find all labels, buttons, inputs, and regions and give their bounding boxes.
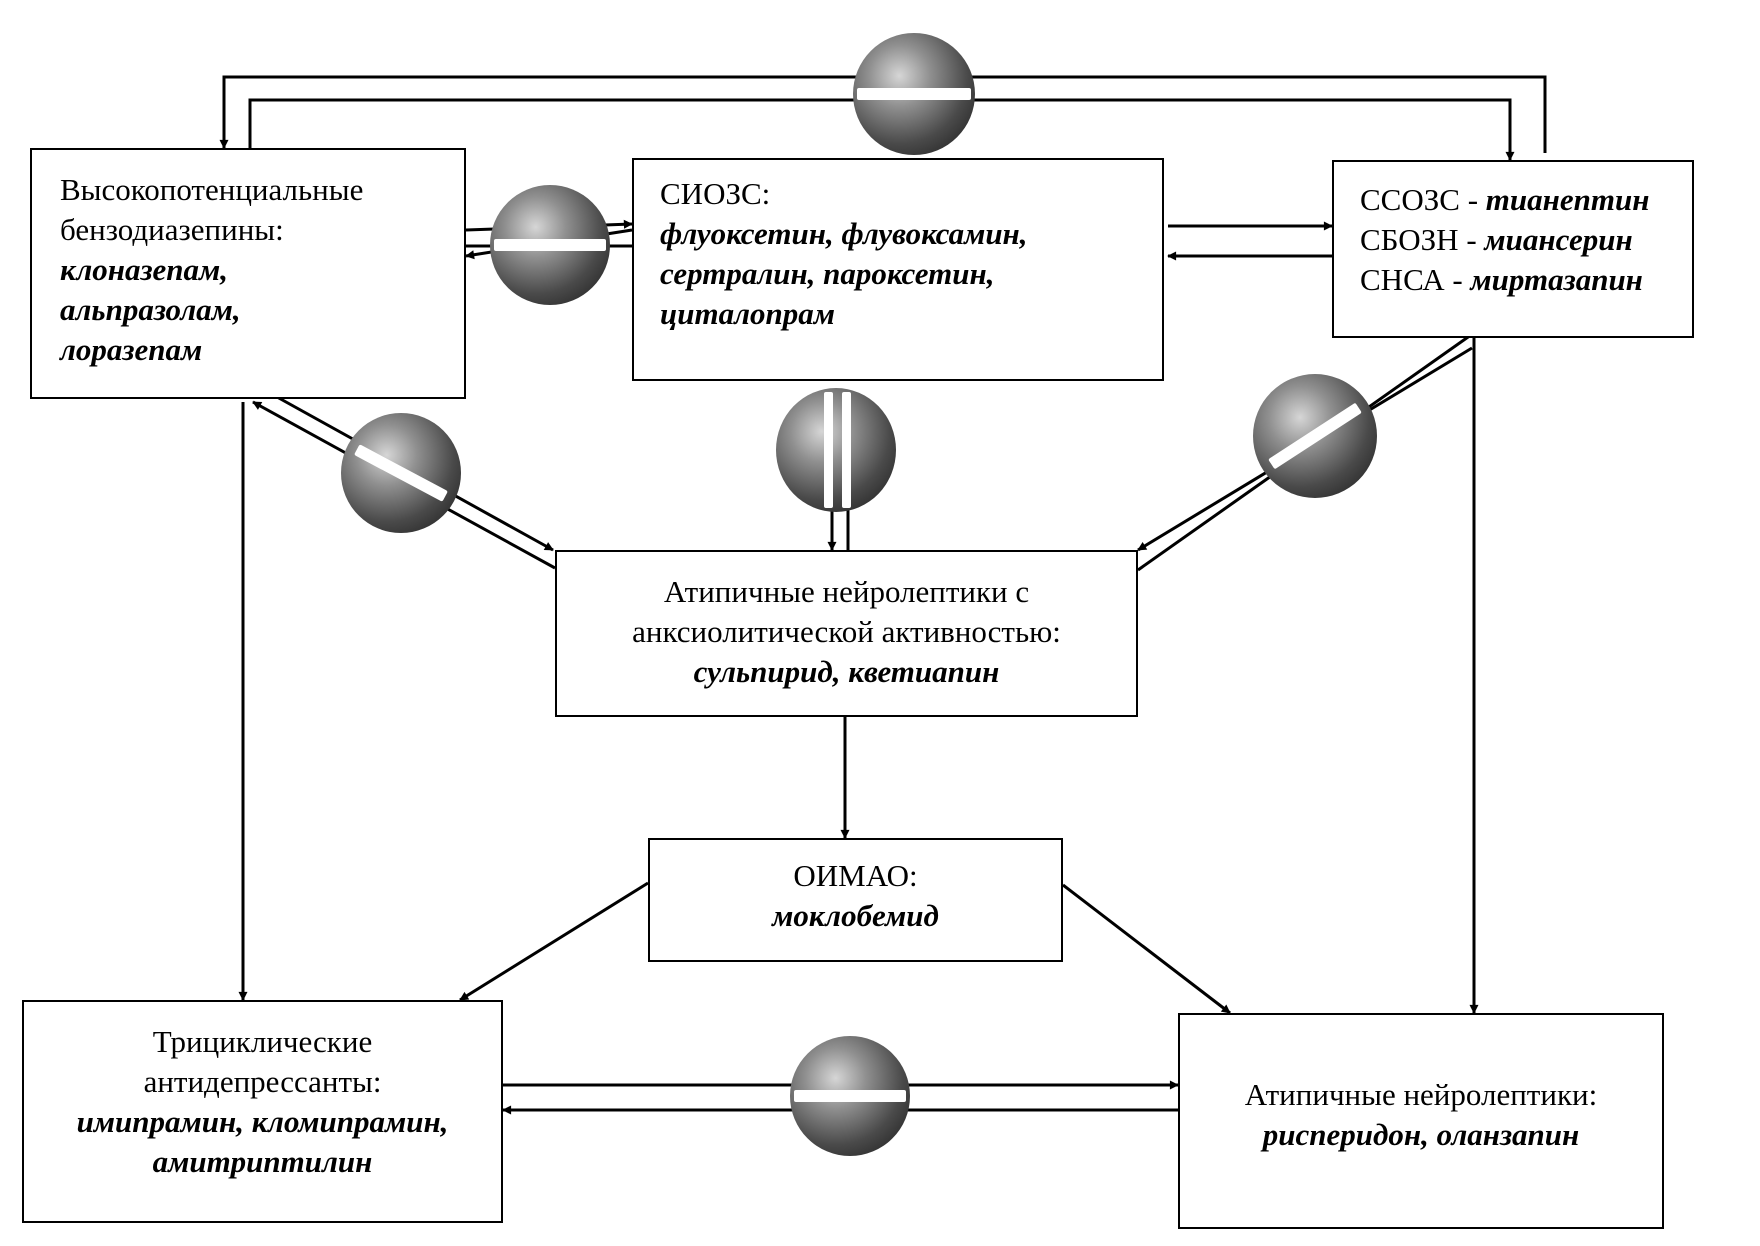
tca-title-1: Трициклические: [152, 1024, 373, 1059]
box-atypical-antipsychotics: Атипичные нейролептики: рисперидон, олан…: [1178, 1013, 1664, 1229]
other-row-1-drug: тианептин: [1485, 182, 1650, 217]
benzo-title-1: Высокопотенциальные: [60, 172, 364, 207]
benzo-drug-1: клоназепам,: [60, 252, 229, 287]
other-row-1-label: ССОЗС -: [1360, 182, 1486, 217]
other-row-3-drug: миртазапин: [1470, 262, 1643, 297]
benzo-drug-2: альпразолам,: [60, 292, 241, 327]
atypical-anx-drugs: сульпирид, кветиапин: [693, 654, 1000, 689]
benzo-drug-3: лоразепам: [60, 332, 203, 367]
atypical-drugs: рисперидон, оланзапин: [1262, 1117, 1580, 1152]
atypical-anx-title-1: Атипичные нейролептики с: [663, 574, 1030, 609]
minus-sign-icon: [853, 33, 975, 155]
connector-maoi-to-atypical: [1062, 883, 1231, 1015]
tca-title-2: антидепрессанты:: [143, 1064, 382, 1099]
tca-drug-2: амитриптилин: [152, 1144, 373, 1179]
parallel-sign-icon: [776, 388, 896, 512]
minus-sign-icon: [1253, 374, 1377, 498]
minus-bar: [354, 444, 448, 502]
benzo-title-2: бензодиазепины:: [60, 212, 284, 247]
box-ssri: СИОЗС: флуоксетин, флувоксамин, сертрали…: [632, 158, 1164, 381]
minus-bar: [794, 1090, 906, 1102]
atypical-title: Атипичные нейролептики:: [1244, 1077, 1598, 1112]
parallel-bar-right: [842, 392, 851, 508]
minus-bar: [857, 88, 971, 100]
ssri-drug-1: флуоксетин, флувоксамин,: [660, 216, 1028, 251]
box-atypical-anxiolytic: Атипичные нейролептики с анксиолитическо…: [555, 550, 1138, 717]
ssri-title: СИОЗС:: [660, 176, 771, 211]
maoi-title: ОИМАО:: [793, 858, 918, 893]
ssri-drug-3: циталопрам: [660, 296, 835, 331]
other-row-2-drug: миансерин: [1484, 222, 1633, 257]
maoi-drug: моклобемид: [772, 898, 939, 933]
other-row-2-label: СБОЗН -: [1360, 222, 1485, 257]
other-row-2: СБОЗН - миансерин: [1360, 220, 1692, 260]
other-row-3-label: СНСА -: [1360, 262, 1471, 297]
parallel-bar-left: [824, 392, 833, 508]
minus-sign-icon: [790, 1036, 910, 1156]
ssri-drug-2: сертралин, пароксетин,: [660, 256, 995, 291]
box-tca: Трициклические антидепрессанты: имипрами…: [22, 1000, 503, 1223]
box-other-antidepressants: ССОЗС - тианептин СБОЗН - миансерин СНСА…: [1332, 160, 1694, 338]
minus-bar: [494, 239, 606, 251]
atypical-anx-title-2: анксиолитической активностью:: [632, 614, 1061, 649]
box-maoi: ОИМАО: моклобемид: [648, 838, 1063, 962]
minus-sign-icon: [490, 185, 610, 305]
connector-maoi-to-tca: [459, 881, 649, 1002]
tca-drug-1: имипрамин, кломипрамин,: [76, 1104, 449, 1139]
minus-sign-icon: [341, 413, 461, 533]
other-row-3: СНСА - миртазапин: [1360, 260, 1692, 300]
minus-bar: [1268, 402, 1362, 470]
box-benzodiazepines: Высокопотенциальные бензодиазепины: клон…: [30, 148, 466, 399]
other-row-1: ССОЗС - тианептин: [1360, 180, 1692, 220]
